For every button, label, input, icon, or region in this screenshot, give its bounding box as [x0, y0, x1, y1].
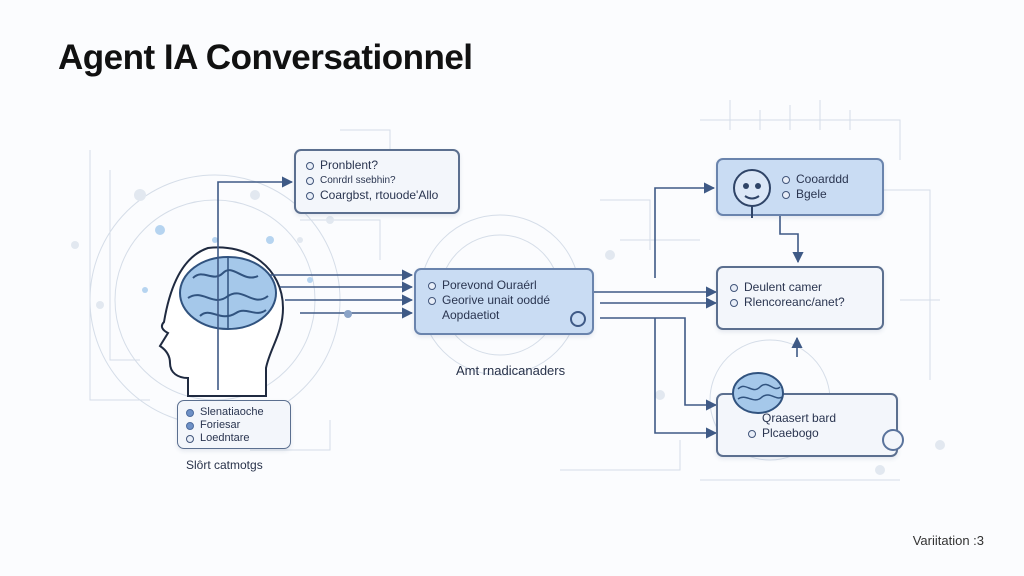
bullet-icon: [428, 296, 436, 305]
legend-row: Slenatiaoche: [186, 406, 282, 419]
bullet-icon: [306, 191, 314, 200]
memory-row: Qraasert bard: [762, 411, 837, 425]
bullet-icon: [782, 175, 790, 184]
brain-icon: [732, 372, 784, 414]
response-row: Deulent camer: [730, 280, 870, 295]
legend-marker-icon: [186, 434, 194, 443]
memory-output-box: Qraasert bard Plcaebogo: [716, 372, 904, 457]
reply-row: Bgele: [782, 187, 849, 202]
response-check-box: Deulent camer Rlencoreanc/anet?: [716, 266, 884, 330]
memory-row: Plcaebogo: [748, 426, 836, 441]
variation-label: Variitation :3: [912, 533, 984, 548]
processing-row: Aopdaetiot: [442, 308, 500, 322]
legend-marker-icon: [186, 408, 194, 417]
processing-core-box: Porevond Ouraérl Georive unait ooddé Aop…: [414, 268, 594, 335]
status-ring-icon: [570, 311, 586, 327]
processing-row: Georive unait ooddé: [428, 293, 580, 308]
bullet-icon: [306, 161, 314, 170]
legend-row: Loedntare: [186, 432, 282, 445]
center-caption: Amt rnadicanaders: [456, 363, 566, 378]
status-ring-icon: [882, 429, 904, 451]
bullet-icon: [748, 429, 756, 438]
brain-icon: [179, 256, 277, 330]
bullet-icon: [428, 281, 436, 290]
bullet-icon: [730, 283, 738, 292]
input-question-box: Pronblent? Conrdrl ssebhin? Coargbst, rt…: [294, 149, 460, 214]
legend-row: Foriesar: [186, 419, 282, 432]
assistant-reply-box: Cooarddd Bgele: [716, 158, 884, 218]
bullet-icon: [782, 190, 790, 199]
reply-row: Cooarddd: [782, 172, 849, 187]
bot-face-icon: [733, 169, 771, 218]
head-silhouette: [158, 246, 285, 397]
legend-marker-icon: [186, 421, 194, 430]
page-title: Agent IA Conversationnel: [58, 38, 473, 77]
bullet-icon: [306, 176, 314, 185]
processing-row: Porevond Ouraérl: [428, 278, 580, 293]
input-question-row: Conrdrl ssebhin?: [306, 173, 448, 188]
legend-box: Slenatiaoche Foriesar Loedntare: [177, 400, 291, 449]
input-question-row: Coargbst, rtouode'Allo: [306, 188, 448, 203]
input-question-row: Pronblent?: [306, 158, 448, 173]
legend-caption: Slôrt catmotgs: [186, 458, 263, 472]
response-row: Rlencoreanc/anet?: [730, 295, 870, 310]
bullet-icon: [730, 298, 738, 307]
